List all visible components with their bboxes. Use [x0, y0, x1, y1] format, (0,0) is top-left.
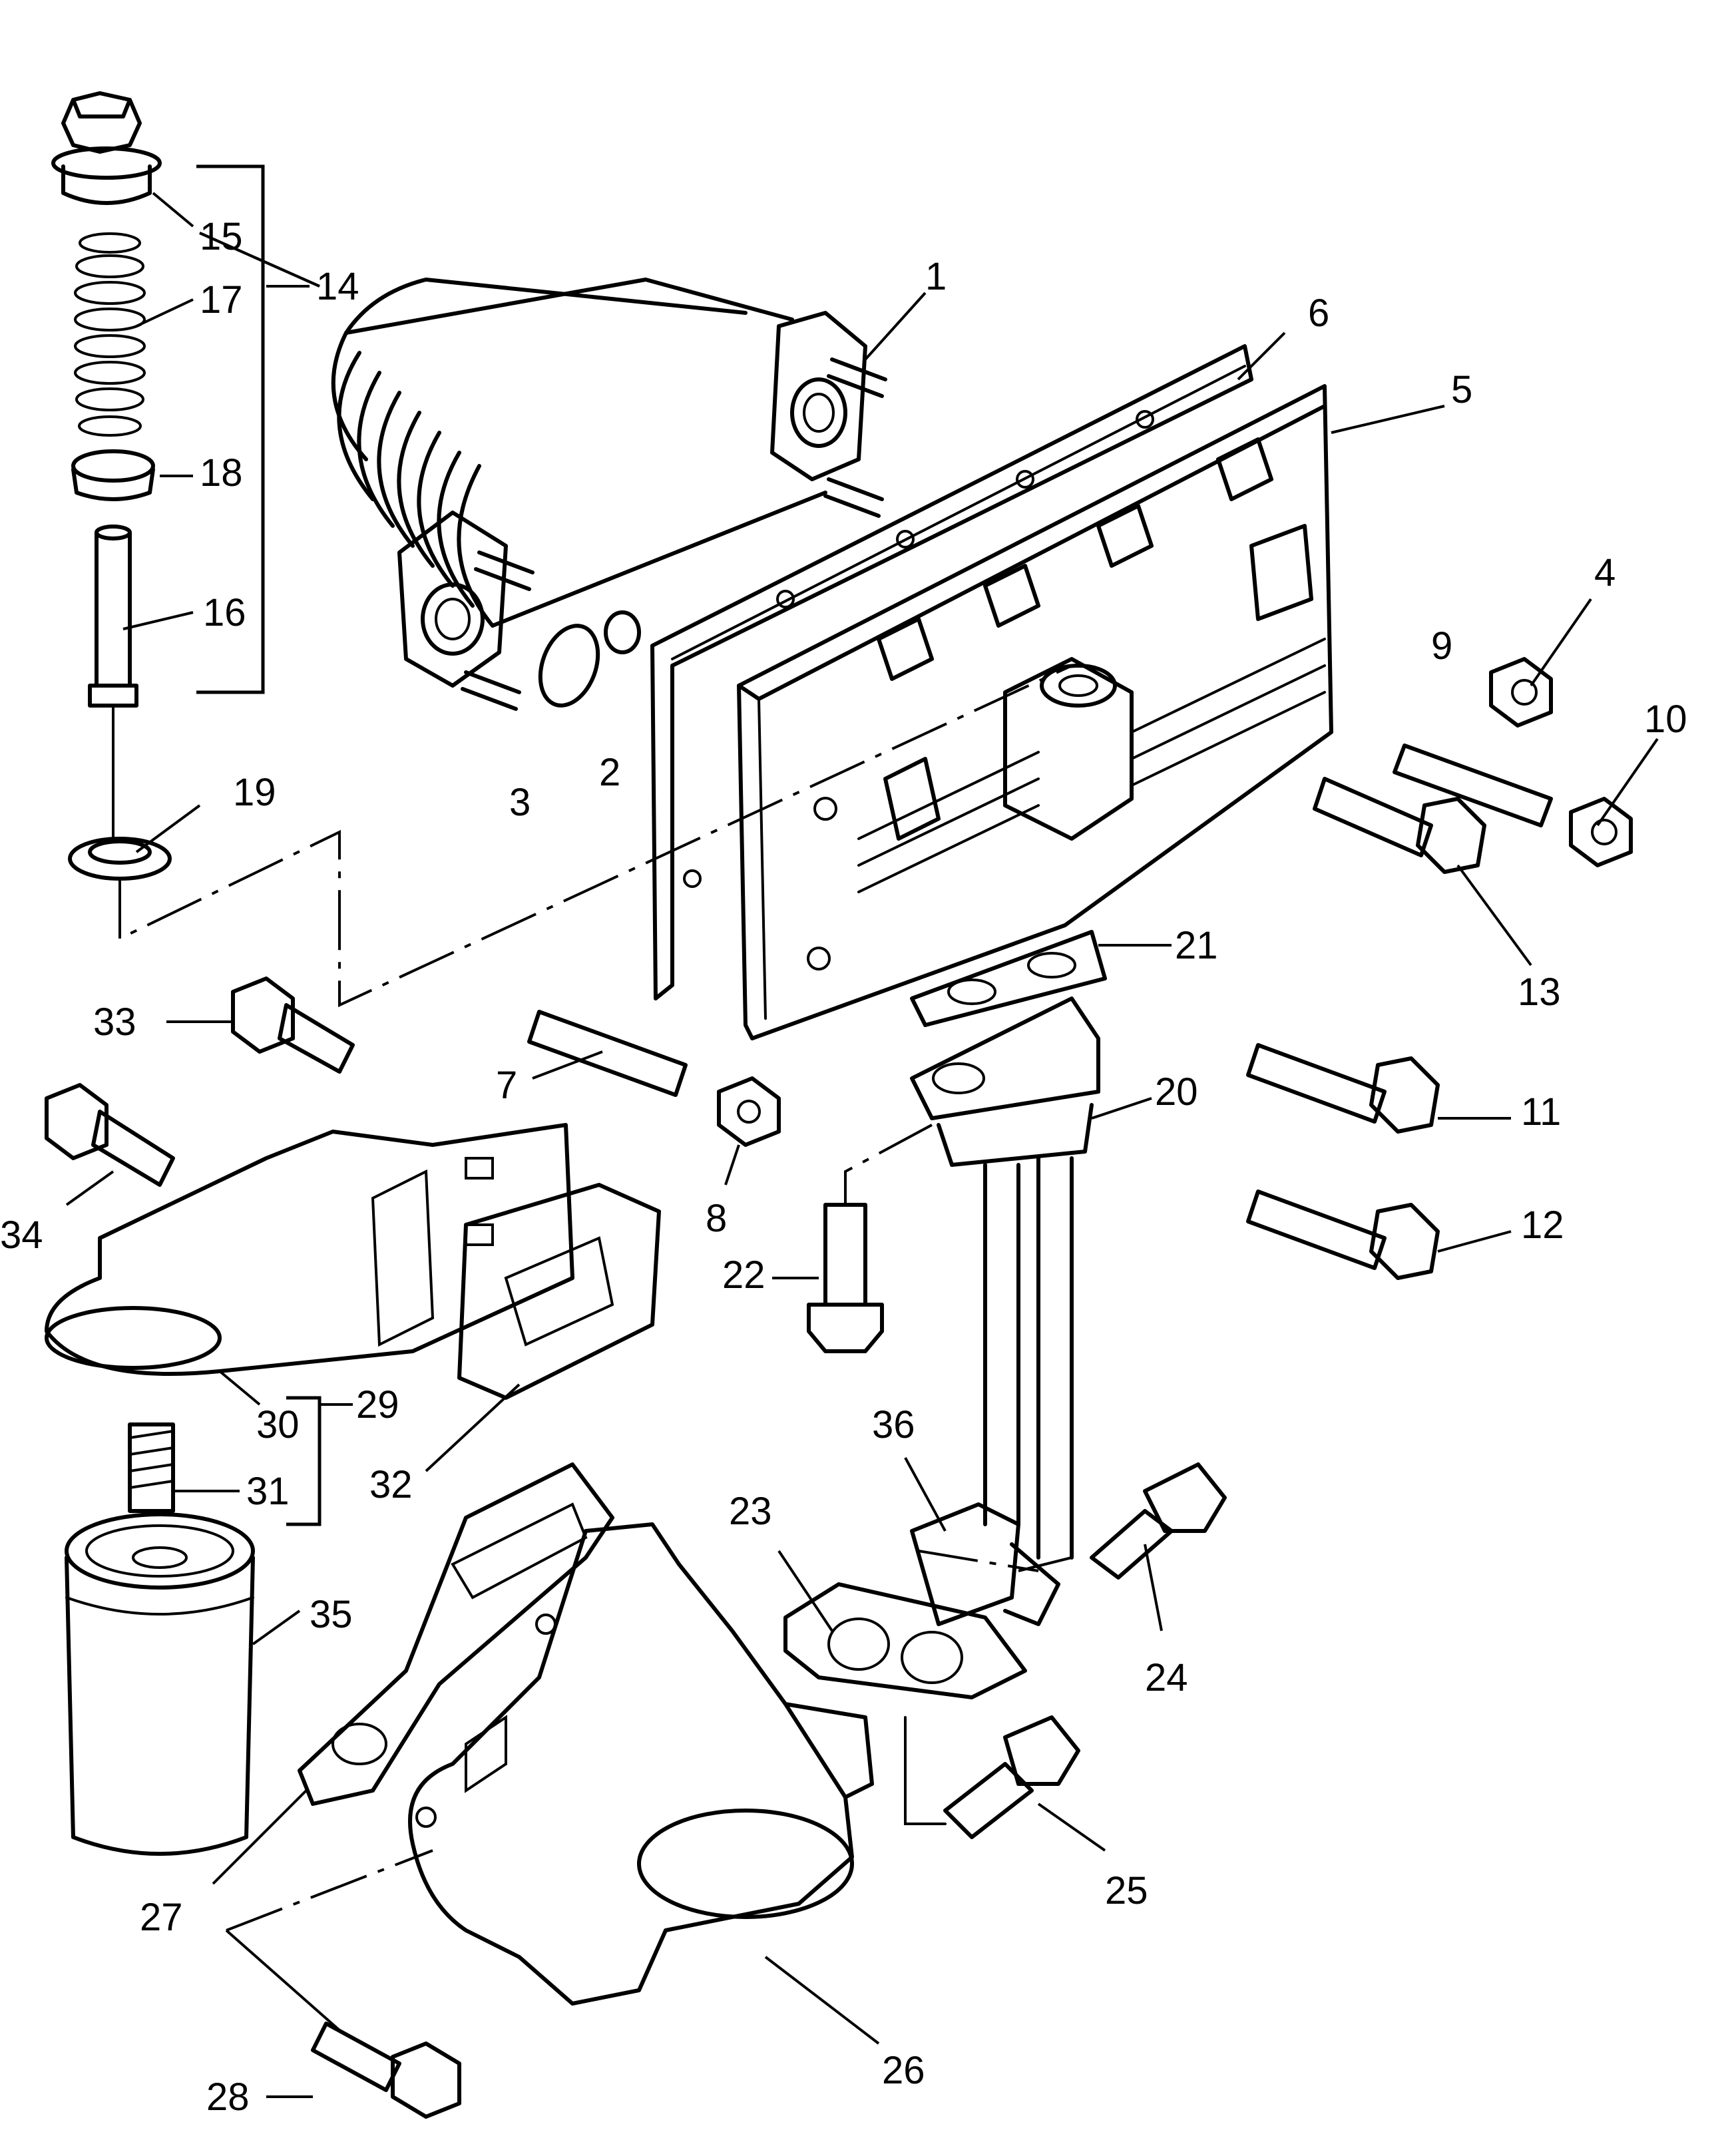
part-21-gasket [910, 930, 1107, 1027]
callout-35: 35 [310, 1593, 353, 1636]
callout-16: 16 [203, 591, 246, 634]
callout-8: 8 [706, 1197, 727, 1240]
bracket-group-14 [196, 164, 265, 694]
callout-5: 5 [1451, 368, 1472, 411]
part-26-filter-bracket [408, 1522, 874, 2006]
part-16-rod [88, 525, 138, 840]
callout-28: 28 [206, 2075, 250, 2119]
callout-22: 22 [722, 1253, 765, 1297]
callout-24: 24 [1145, 1656, 1188, 1699]
part-27-gasket [298, 1462, 614, 1806]
callout-12: 12 [1521, 1203, 1564, 1247]
part-2-o-ring [604, 610, 641, 654]
callout-18: 18 [200, 451, 243, 495]
part-25-bolt [943, 1715, 1080, 1839]
callout-21: 21 [1175, 924, 1218, 967]
part-19-washer [68, 837, 172, 881]
part-6-gasket [650, 344, 1253, 1000]
part-32-gasket [457, 1183, 661, 1400]
part-23-gasket [783, 1582, 1027, 1699]
part-18-valve [71, 449, 155, 501]
part-15-plug [51, 91, 162, 205]
part-5-cover [737, 384, 1333, 1040]
callout-32: 32 [369, 1463, 413, 1506]
callout-15: 15 [200, 215, 243, 258]
callout-7: 7 [496, 1064, 517, 1107]
callout-27: 27 [140, 1896, 183, 1939]
callout-1: 1 [925, 255, 947, 298]
part-8-nut [717, 1076, 781, 1147]
callout-26: 26 [882, 2049, 925, 2092]
callout-29: 29 [356, 1383, 399, 1426]
part-35-oil-filter [65, 1512, 255, 1856]
callout-33: 33 [93, 1000, 136, 1044]
callout-34: 34 [0, 1213, 43, 1257]
callout-4: 4 [1594, 551, 1616, 594]
part-22-bolt [807, 1203, 884, 1353]
callout-36: 36 [872, 1403, 915, 1446]
part-36-flange-block [910, 1502, 1060, 1626]
part-13-bolt [1313, 777, 1486, 874]
part-4-nut [1489, 657, 1553, 728]
callout-30: 30 [256, 1403, 300, 1446]
callout-19: 19 [233, 771, 276, 814]
leader-lines [65, 192, 1659, 2098]
callout-2: 2 [599, 751, 620, 794]
bracket-group-29 [286, 1396, 322, 1526]
part-34-bolt [45, 1083, 175, 1187]
part-3-o-ring [538, 624, 600, 708]
callout-31: 31 [246, 1470, 290, 1513]
callout-10: 10 [1644, 698, 1687, 741]
part-9-stud [1393, 744, 1553, 827]
part-28-bolt [311, 2022, 461, 2119]
callout-17: 17 [200, 278, 243, 322]
part-24-bolt [1090, 1462, 1227, 1580]
callout-13: 13 [1518, 970, 1561, 1014]
part-20-oil-pipe [910, 996, 1100, 1560]
callout-14: 14 [316, 265, 359, 308]
callout-3: 3 [509, 781, 531, 824]
callout-9: 9 [1431, 624, 1452, 668]
part-12-bolt [1246, 1189, 1440, 1280]
part-11-bolt [1246, 1043, 1440, 1134]
callout-25: 25 [1105, 1869, 1148, 1912]
callout-20: 20 [1155, 1070, 1198, 1114]
callout-6: 6 [1308, 292, 1329, 335]
guide-line-25 [904, 1716, 947, 1825]
part-30-filter-head [45, 1123, 574, 1376]
part-31-nipple [128, 1422, 175, 1513]
assembly-center-lines [118, 664, 1072, 1932]
part-1-oil-cooler-element [331, 278, 887, 711]
part-17-spring [74, 232, 146, 437]
part-10-nut [1569, 797, 1633, 867]
callout-23: 23 [729, 1490, 772, 1533]
callout-11: 11 [1521, 1090, 1561, 1134]
part-7-stud [527, 1010, 688, 1097]
callout-labels: 1 2 3 4 5 6 7 8 9 10 11 12 13 14 15 16 1… [0, 215, 1687, 2119]
part-33-bolt [231, 976, 355, 1074]
